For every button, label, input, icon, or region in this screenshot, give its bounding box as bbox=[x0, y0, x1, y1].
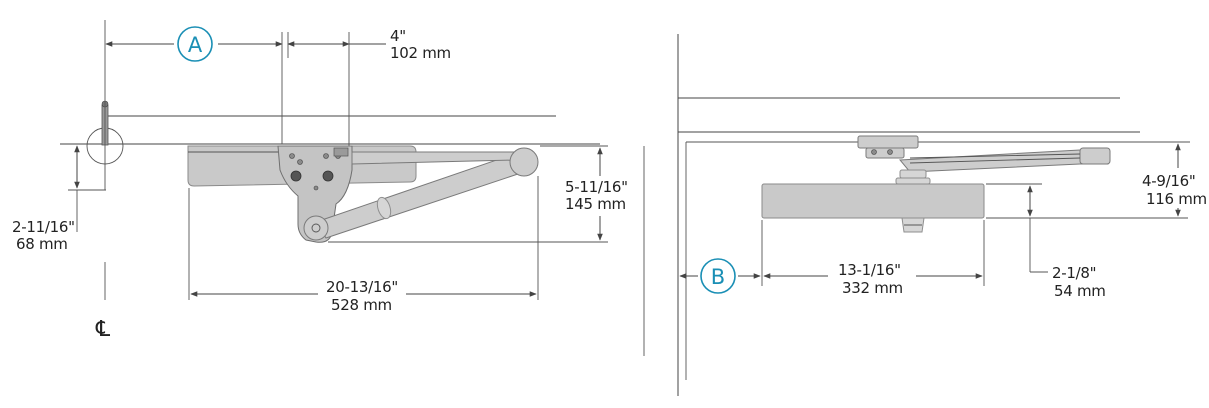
screw bbox=[297, 159, 303, 165]
closer-body-right bbox=[761, 183, 985, 219]
dim-20-13-16-metric: 528 mm bbox=[331, 296, 392, 314]
right-view: 4-9/16" 116 mm 2-1/8" 54 mm 13-1/16" 332… bbox=[643, 34, 1207, 396]
dim-5-11-16-metric: 145 mm bbox=[565, 195, 626, 213]
dim-4-9-16-metric: 116 mm bbox=[1146, 190, 1207, 208]
dim-2-11-16-metric: 68 mm bbox=[16, 235, 68, 253]
plate-tab bbox=[333, 147, 349, 157]
dim-5-11-16-imperial: 5-11/16" bbox=[565, 178, 628, 196]
dim-2-11-16-imperial: 2-11/16" bbox=[12, 218, 75, 236]
parallel-arm-assembly bbox=[857, 135, 1111, 185]
dim-4-9-16-label-bg bbox=[1140, 168, 1204, 208]
screw bbox=[322, 170, 334, 182]
dim-2-1-8-imperial: 2-1/8" bbox=[1052, 264, 1096, 282]
dim-5-11-16-label-bg bbox=[562, 176, 636, 216]
dim-2-1-8-metric: 54 mm bbox=[1054, 282, 1106, 300]
dim-4in-metric: 102 mm bbox=[390, 44, 451, 62]
screw bbox=[289, 153, 295, 159]
callout-b-badge: B bbox=[700, 258, 736, 294]
dim-4-9-16-imperial: 4-9/16" bbox=[1142, 172, 1195, 190]
arm-adjuster bbox=[376, 196, 392, 220]
dim-13-1-16-imperial: 13-1/16" bbox=[838, 261, 901, 279]
centerline-label: ℄ bbox=[95, 317, 111, 342]
screw bbox=[290, 170, 302, 182]
dim-20-13-16-imperial: 20-13/16" bbox=[326, 278, 398, 296]
arm-elbow bbox=[509, 147, 539, 177]
callout-b-letter: B bbox=[711, 265, 725, 289]
left-view: ℄ A 4" 102 mm bbox=[12, 20, 636, 342]
callout-a-letter: A bbox=[188, 33, 203, 57]
screw bbox=[313, 185, 319, 191]
arm-pivot bbox=[303, 215, 329, 241]
callout-a-badge: A bbox=[177, 26, 213, 62]
dim-4in-imperial: 4" bbox=[390, 27, 406, 45]
dim-13-1-16-metric: 332 mm bbox=[842, 279, 903, 297]
screw bbox=[323, 153, 329, 159]
arm-pivot-hole bbox=[311, 223, 321, 233]
